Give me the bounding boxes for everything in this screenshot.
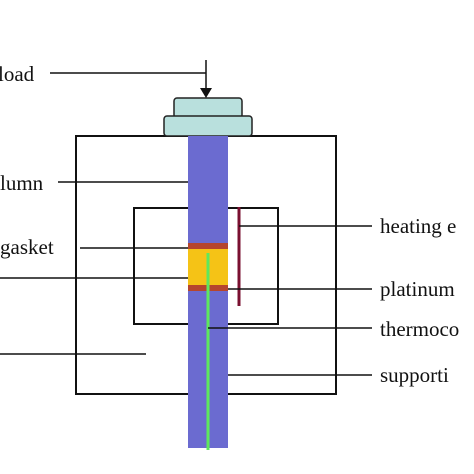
heating-label: heating e	[380, 214, 456, 238]
gasket-band-top	[188, 243, 228, 249]
thermocouple-label: thermoco	[380, 317, 459, 341]
gasket-label: gasket	[0, 235, 54, 259]
load-cap-top	[173, 97, 243, 119]
column-label: lumn	[0, 171, 44, 195]
load-arrow-head	[200, 88, 212, 98]
supporting-label: supporti	[380, 363, 449, 387]
load-cap-base	[163, 115, 253, 137]
load-label: load	[0, 62, 35, 86]
platinum-label: platinum	[380, 277, 455, 301]
